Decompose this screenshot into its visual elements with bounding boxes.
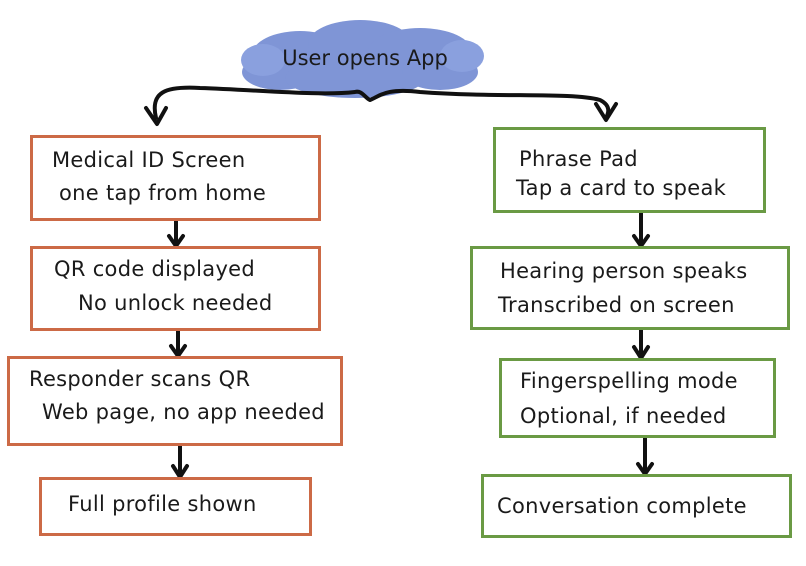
start-branch-arrow [144,85,618,126]
left-step-4-line1: Full profile shown [68,492,257,516]
right-step-2-line2: Transcribed on screen [498,293,735,317]
left-step-qr-code [30,246,321,331]
right-step-3-line1: Fingerspelling mode [520,369,738,393]
right-step-4-line1: Conversation complete [497,494,747,518]
right-flow-arrows [632,211,654,476]
start-label: User opens App [282,46,448,70]
right-step-1-line1: Phrase Pad [519,147,638,171]
left-step-responder-scans [7,356,343,446]
left-step-2-line2: No unlock needed [78,291,273,315]
left-step-1-line2: one tap from home [59,181,267,205]
left-step-3-line1: Responder scans QR [29,367,251,391]
right-step-hearing-person [470,246,790,330]
left-step-1-line1: Medical ID Screen [52,148,246,172]
right-step-phrase-pad [493,127,766,213]
left-step-full-profile [39,477,312,536]
start-cloud [241,20,484,98]
right-step-conversation-complete [481,474,792,538]
left-step-3-line2: Web page, no app needed [42,400,325,424]
right-step-fingerspelling [499,358,776,438]
right-step-3-line2: Optional, if needed [520,404,727,428]
left-step-medical-id [30,135,321,221]
right-step-2-line1: Hearing person speaks [500,259,748,283]
left-step-2-line1: QR code displayed [54,257,256,281]
right-step-1-line2: Tap a card to speak [516,176,727,200]
